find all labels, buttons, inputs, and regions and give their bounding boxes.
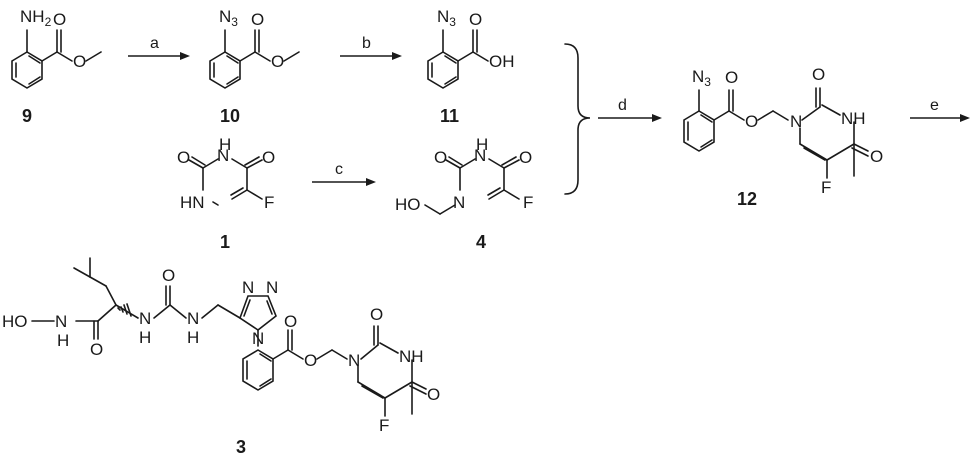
hydroxamate-nitrogen: N (55, 312, 67, 331)
compound-9: NH2 O O 9 (11, 7, 102, 126)
compound-1: O N H O HN F 1 (177, 135, 275, 252)
carbonyl-oxygen: O (53, 10, 66, 29)
compound-11: N3 O OH 11 (427, 7, 515, 126)
uracil-oxygen-c4: O (427, 385, 440, 404)
oxygen-c2: O (434, 148, 447, 167)
fluorine: F (264, 193, 274, 212)
compound-label-4: 4 (476, 232, 486, 252)
ester-oxygen: O (271, 52, 284, 71)
amino-label: NH2 (20, 7, 52, 29)
oxygen-c2: O (177, 148, 190, 167)
fluorine: F (821, 178, 831, 197)
fluorine: F (523, 193, 533, 212)
oxygen-c4: O (262, 148, 275, 167)
step-label-c: c (335, 161, 343, 178)
uracil-oxygen-c2: O (370, 305, 383, 324)
step-label-e: e (930, 97, 939, 114)
urea-nitrogen-2: N (187, 309, 199, 328)
step-label-b: b (362, 35, 371, 52)
compound-label-11: 11 (440, 106, 459, 126)
compound-label-9: 9 (22, 106, 32, 126)
compound-label-12: 12 (737, 189, 757, 209)
azide-label: N3 (437, 7, 456, 29)
uracil-fluorine: F (379, 416, 389, 435)
hydroxamate-hydrogen: H (57, 331, 69, 350)
uracil-n1: N (348, 351, 360, 370)
compound-12: N3 O O N O NH O F 12 (683, 65, 883, 209)
urea-hydrogen-1: H (139, 328, 151, 347)
compound-label-3: 3 (236, 437, 246, 457)
carbonyl-oxygen: O (725, 68, 738, 87)
arrow-step-a: a (128, 35, 190, 60)
compound-10: N3 O O 10 (209, 7, 300, 126)
compound-label-1: 1 (220, 232, 230, 252)
compound-4: O N H O N F HO 4 (395, 135, 533, 252)
azide-label: N3 (692, 67, 711, 89)
ester-oxygen: O (745, 112, 758, 131)
oxygen-c4: O (519, 148, 532, 167)
arrow-step-b: b (340, 35, 402, 60)
compound-label-10: 10 (220, 106, 240, 126)
n3: N (474, 146, 486, 165)
oxygen-c2: O (812, 65, 825, 84)
n3: N (217, 146, 229, 165)
carbonyl-oxygen: O (251, 10, 264, 29)
arrow-step-d: d (598, 97, 662, 122)
n3: NH (841, 109, 866, 128)
urea-oxygen: O (162, 266, 175, 285)
arrow-step-c: c (312, 161, 376, 186)
n3-hydrogen: H (476, 135, 488, 154)
urea-nitrogen-1: N (139, 309, 151, 328)
urea-hydrogen-2: H (187, 328, 199, 347)
step-label-a: a (150, 35, 159, 52)
n3-hydrogen: H (219, 135, 231, 154)
hydroxyl-label: OH (489, 52, 515, 71)
uracil-n3: NH (399, 347, 424, 366)
amide-oxygen: O (90, 340, 103, 359)
ester-oxygen: O (73, 52, 86, 71)
n1: HN (180, 193, 205, 212)
step-label-d: d (618, 97, 627, 114)
azide-label: N3 (219, 7, 238, 29)
hydroxamate-oxygen: HO (2, 312, 28, 331)
triazole-n3: N (242, 278, 254, 297)
curly-brace (564, 43, 591, 195)
oxygen-c4: O (870, 147, 883, 166)
arrow-step-e: e (910, 97, 970, 122)
ester-carbonyl-oxygen: O (284, 312, 297, 331)
ester-oxygen: O (304, 351, 317, 370)
triazole-n1: N (252, 329, 264, 348)
carbonyl-oxygen: O (469, 10, 482, 29)
hydroxyl-label: HO (395, 195, 421, 214)
n1: N (453, 193, 465, 212)
compound-3: HO N H O N H O N H N N N O O N O NH O F … (2, 257, 440, 457)
n1: N (790, 112, 802, 131)
triazole-n2: N (266, 278, 278, 297)
